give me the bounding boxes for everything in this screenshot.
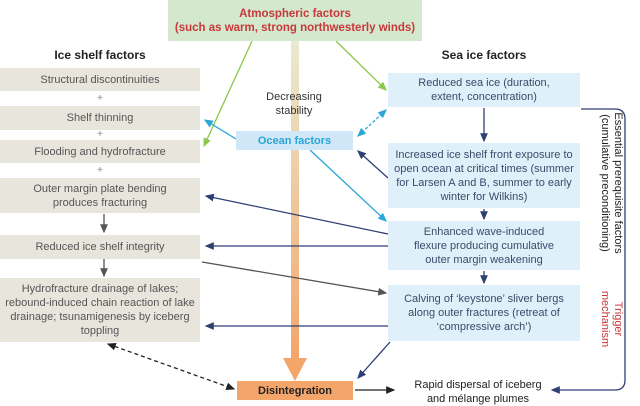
plus-sign: +: [97, 129, 103, 140]
ocean-to-flexure-arrow: [309, 149, 387, 222]
trigger-label: Trigger mechanism: [599, 290, 624, 348]
calving-to-disintegration-arrow: [357, 341, 391, 379]
atmospheric-factors-box: Atmospheric factors (such as warm, stron…: [168, 0, 422, 41]
dispersal-label: Rapid dispersal of iceberg and mélange p…: [414, 378, 542, 405]
exposure-to-ocean-arrow: [357, 150, 389, 179]
ice-shelf-item: Structural discontinuities: [0, 68, 200, 91]
sea-ice-item: Reduced sea ice (duration, extent, conce…: [388, 73, 580, 107]
prerequisite-label: Essential prerequisite factors (cumulati…: [599, 112, 624, 254]
prerequisite-bracket: [550, 108, 626, 394]
atmos-to-flooding-arrow: [203, 40, 253, 148]
ice-shelf-header: Ice shelf factors: [54, 48, 146, 62]
ice-shelf-item: Outer margin plate bending produces frac…: [0, 178, 200, 213]
hydrofracture-disintegration-dashed-arrow: [106, 342, 236, 391]
ocean-sea-ice-dashed-arrow: [357, 109, 387, 137]
atmos-to-sea-ice-arrow: [335, 40, 387, 91]
sea-ice-item: Enhanced wave-induced flexure producing …: [388, 221, 580, 270]
ocean-factors-box: Ocean factors: [236, 131, 353, 150]
disintegration-box: Disintegration: [237, 381, 353, 400]
atmospheric-subtitle: (such as warm, strong northwesterly wind…: [174, 21, 416, 34]
ice-shelf-item: Shelf thinning: [0, 106, 200, 130]
flexure-to-margin-arrow: [204, 193, 389, 235]
plus-sign: +: [97, 165, 103, 176]
sea-ice-item: Calving of ‘keystone’ sliver bergs along…: [388, 285, 580, 341]
ice-shelf-item: Flooding and hydrofracture: [0, 140, 200, 163]
ocean-to-thinning-arrow: [203, 119, 237, 140]
plus-sign: +: [97, 93, 103, 104]
ice-shelf-item: Hydrofracture drainage of lakes; rebound…: [0, 278, 200, 342]
sea-ice-header: Sea ice factors: [441, 48, 527, 62]
ice-shelf-item: Reduced ice shelf integrity: [0, 235, 200, 259]
integrity-to-calving-arrow: [201, 261, 388, 296]
stability-gradient-arrow: [283, 41, 307, 381]
sea-ice-item: Increased ice shelf front exposure to op…: [388, 143, 580, 208]
atmospheric-title: Atmospheric factors: [239, 7, 351, 20]
decreasing-stability-label: Decreasing stability: [266, 91, 322, 117]
